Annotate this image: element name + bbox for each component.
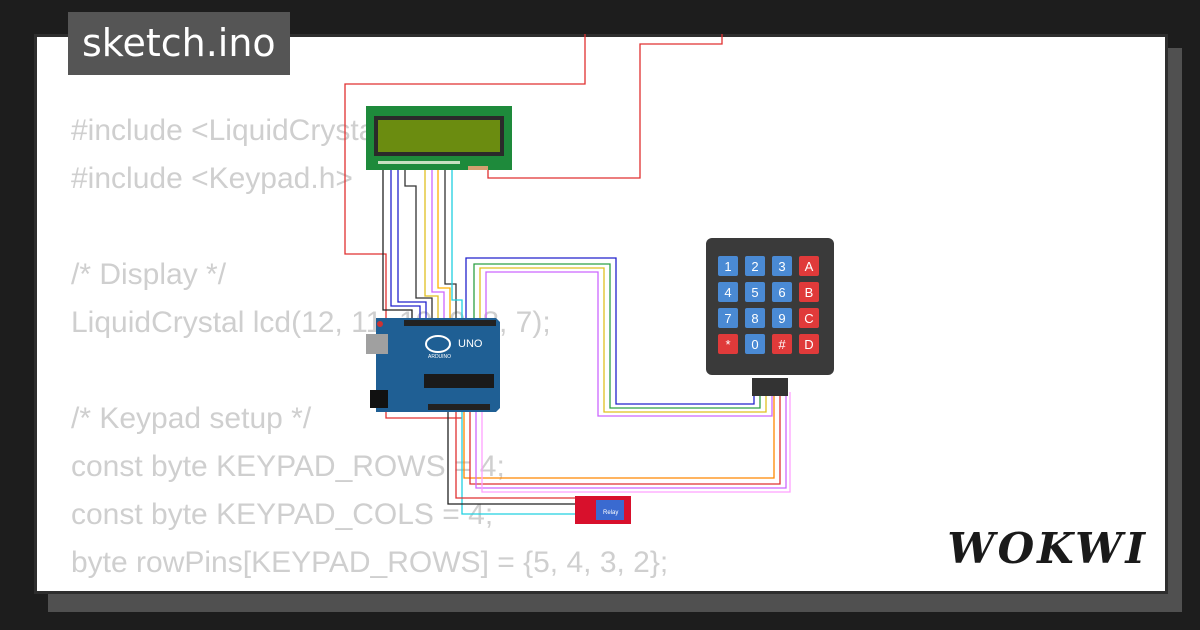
wire-lcd-3 — [397, 170, 427, 322]
sketch-title-badge: sketch.ino — [68, 12, 290, 75]
wire-kp-3 — [479, 267, 767, 413]
board-brand: ARDUINO — [428, 354, 451, 360]
keypad-key: * — [718, 334, 738, 354]
keypad-key-label: 4 — [724, 285, 731, 300]
wire-kp-1 — [465, 257, 755, 405]
wire-lcd-1 — [382, 170, 413, 322]
wire-lcd-7 — [437, 170, 451, 322]
keypad-key: 4 — [718, 282, 738, 302]
keypad-key: 0 — [745, 334, 765, 354]
keypad-key: 6 — [772, 282, 792, 302]
board-label: UNO — [458, 338, 483, 350]
keypad-key: 5 — [745, 282, 765, 302]
keypad-key-label: 5 — [751, 285, 758, 300]
keypad-key-label: 6 — [778, 285, 785, 300]
keypad-key-label: 2 — [751, 259, 758, 274]
keypad-key-label: 8 — [751, 311, 758, 326]
wire-power-1 — [344, 34, 586, 419]
keypad-key-label: # — [778, 337, 786, 352]
code-line: const byte KEYPAD_ROWS = 4; — [71, 450, 505, 483]
keypad-key-label: 0 — [751, 337, 758, 352]
keypad-key-label: B — [805, 285, 814, 300]
arduino-uno: UNO ARDUINO — [366, 318, 500, 412]
wire-kp-6 — [469, 392, 781, 485]
keypad-key: 8 — [745, 308, 765, 328]
keypad-key-label: 3 — [778, 259, 785, 274]
code-line: /* Display */ — [71, 258, 227, 291]
wire-relay-1 — [447, 412, 575, 505]
wire-relay-2 — [455, 412, 575, 499]
lcd-display — [366, 106, 512, 170]
keypad: 1 2 3 A 4 5 6 B 7 8 9 C * 0 # D — [706, 238, 834, 396]
keypad-key-label: 9 — [778, 311, 785, 326]
wire-cyan — [451, 170, 575, 515]
wire-lcd-8 — [444, 170, 457, 322]
wire-kp-5 — [463, 392, 775, 479]
keypad-key: 7 — [718, 308, 738, 328]
code-line: const byte KEYPAD_COLS = 4; — [71, 498, 494, 531]
keypad-key: A — [799, 256, 819, 276]
wire-lcd-2 — [390, 170, 421, 322]
keypad-key: # — [772, 334, 792, 354]
keypad-key-label: C — [804, 311, 813, 326]
wire-kp-4 — [485, 271, 773, 417]
wire-kp-7 — [475, 392, 787, 489]
keypad-key: D — [799, 334, 819, 354]
keypad-key: 9 — [772, 308, 792, 328]
keypad-key-label: 7 — [724, 311, 731, 326]
wokwi-logo: WOKWI — [947, 524, 1148, 573]
wire-lcd-4 — [404, 170, 433, 322]
keypad-key-label: * — [725, 337, 730, 352]
wire-power-2 — [487, 34, 723, 179]
wire-kp-8 — [481, 392, 791, 493]
relay-module: Relay — [575, 496, 631, 524]
keypad-key: 1 — [718, 256, 738, 276]
keypad-key: 3 — [772, 256, 792, 276]
wire-lcd-6 — [431, 170, 445, 322]
keypad-key-label: 1 — [724, 259, 731, 274]
keypad-key: C — [799, 308, 819, 328]
keypad-key-label: A — [805, 259, 814, 274]
keypad-key-label: D — [804, 337, 813, 352]
code-line: /* Keypad setup */ — [71, 402, 312, 435]
wire-kp-2 — [473, 263, 761, 409]
code-line: #include <Keypad.h> — [71, 162, 353, 195]
keypad-key: 2 — [745, 256, 765, 276]
relay-label: Relay — [603, 510, 618, 516]
wire-lcd-5 — [424, 170, 439, 322]
keypad-key: B — [799, 282, 819, 302]
code-line: byte rowPins[KEYPAD_ROWS] = {5, 4, 3, 2}… — [71, 546, 669, 579]
